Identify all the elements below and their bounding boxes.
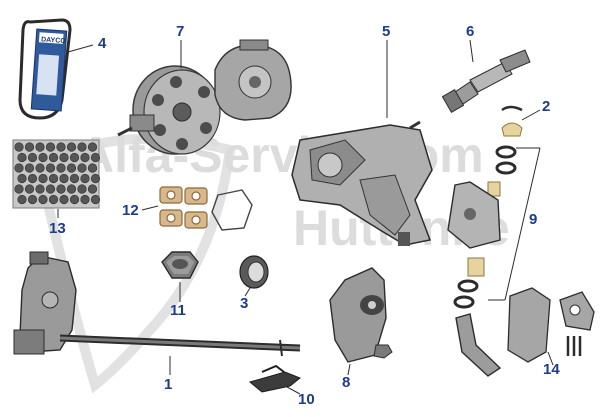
bearing-ball — [17, 194, 27, 205]
part-12-gaskets — [159, 186, 253, 231]
bearing-ball — [87, 184, 98, 194]
callout-10: 10 — [298, 391, 315, 408]
bearing-ball — [69, 173, 80, 184]
bearing-ball — [66, 163, 77, 173]
bearing-ball — [80, 173, 90, 184]
part-2-circlip-cap — [501, 105, 523, 137]
part-3-seal — [239, 255, 269, 289]
bearing-ball — [87, 142, 98, 152]
part-5-gear-housing — [291, 120, 433, 246]
callout-8: 8 — [342, 374, 350, 391]
bearing-ball — [90, 173, 101, 184]
leader-lines — [57, 39, 554, 395]
bearing-ball — [35, 163, 45, 173]
bearing-ball — [35, 184, 45, 194]
bearing-ball — [90, 152, 101, 163]
bearing-ball — [14, 163, 24, 173]
callout-9: 9 — [529, 211, 537, 228]
bearing-ball — [87, 163, 98, 173]
bearing-ball — [45, 184, 56, 194]
bearing-ball — [69, 194, 80, 205]
part-1-steering-box — [13, 251, 301, 357]
callout-4: 4 — [98, 35, 107, 52]
bearing-ball — [17, 173, 27, 184]
bearing-ball — [14, 142, 24, 152]
part-13-bearing-balls — [12, 139, 101, 209]
bearing-ball — [77, 163, 87, 173]
bearing-ball — [14, 184, 24, 194]
bearing-ball — [48, 194, 59, 205]
bearing-ball — [59, 152, 69, 163]
bearing-ball — [66, 142, 77, 152]
bearing-ball — [59, 194, 69, 205]
part-8-idler-housing — [329, 267, 393, 363]
bearing-ball — [69, 152, 80, 163]
bearing-ball — [24, 142, 35, 152]
bearing-ball — [77, 184, 87, 194]
part-4-v-belt: DAYCO — [18, 18, 72, 120]
callout-12: 12 — [122, 202, 139, 219]
bearing-ball — [24, 184, 35, 194]
bearing-ball — [35, 142, 45, 152]
bearing-ball — [38, 194, 48, 205]
bearing-ball — [66, 184, 77, 194]
bearing-ball — [24, 163, 35, 173]
bearing-ball — [45, 142, 56, 152]
bearing-ball — [77, 142, 87, 152]
bearing-ball — [27, 194, 38, 205]
callout-3: 3 — [240, 295, 248, 312]
bearing-ball — [27, 152, 38, 163]
bearing-ball — [59, 173, 69, 184]
bearing-ball — [27, 173, 38, 184]
bearing-ball — [38, 173, 48, 184]
bearing-ball — [56, 163, 66, 173]
callout-13: 13 — [49, 220, 66, 237]
part-10-bracket — [248, 364, 301, 393]
part-7-power-steering-pump — [117, 39, 292, 155]
bearing-ball — [56, 142, 66, 152]
callout-numbers: 4 7 5 6 2 12 13 9 11 3 1 10 8 14 — [49, 23, 560, 408]
bearing-ball — [17, 152, 27, 163]
callout-2: 2 — [542, 98, 550, 115]
bearing-ball — [80, 152, 90, 163]
callout-14: 14 — [543, 361, 560, 378]
bearing-ball — [38, 152, 48, 163]
part-14-cover-plates — [507, 287, 595, 363]
callout-6: 6 — [466, 23, 474, 40]
bearing-ball — [56, 184, 66, 194]
belt-brand-label: DAYCO — [41, 36, 67, 45]
bearing-ball — [80, 194, 90, 205]
part-11-nut — [161, 251, 199, 279]
callout-5: 5 — [382, 23, 390, 40]
callout-7: 7 — [176, 23, 184, 40]
bearing-ball — [45, 163, 56, 173]
callout-11: 11 — [170, 302, 186, 319]
part-9-pivot-kit — [447, 145, 541, 377]
bearing-ball — [48, 152, 59, 163]
part-6-universal-joint — [441, 49, 531, 113]
bearing-ball — [48, 173, 59, 184]
bearing-ball — [90, 194, 101, 205]
callout-1: 1 — [164, 376, 172, 393]
